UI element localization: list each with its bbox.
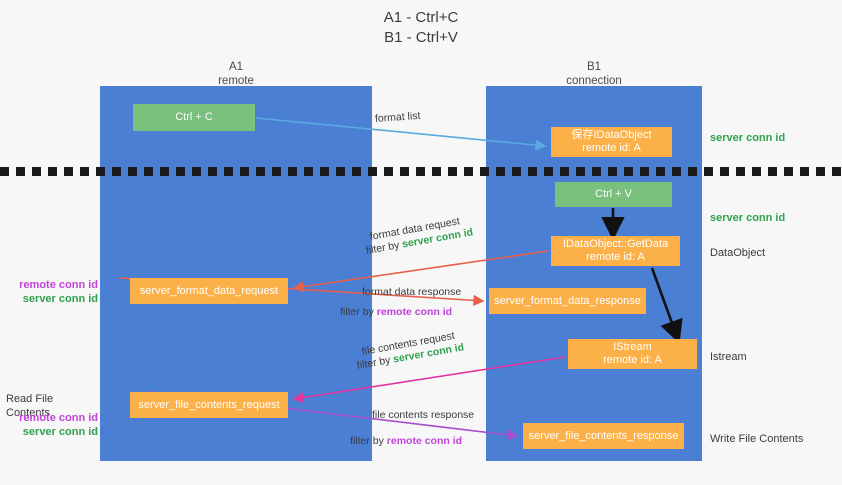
note-conn-ids-format: remote conn id server conn id (8, 278, 98, 306)
filter-value-4: remote conn id (386, 435, 463, 447)
title-line-1: A1 - Ctrl+C (383, 9, 459, 26)
box-server-format-data-response[interactable]: server_format_data_response (489, 288, 646, 314)
box-istream[interactable]: IStream remote id: A (568, 339, 697, 369)
filter-value-2: remote conn id (376, 306, 453, 318)
box-idataobject-getdata[interactable]: IDataObject::GetData remote id: A (551, 236, 680, 266)
note-server-conn-id-mid: server conn id (710, 212, 786, 224)
box-server-format-data-request-label: server_format_data_request (139, 284, 279, 297)
box-save-idataobject[interactable]: 保存IDataObject remote id: A (551, 127, 672, 157)
note-dataobject: DataObject (710, 247, 766, 259)
note-remote-conn-id-format: remote conn id (19, 279, 98, 291)
dashed-divider (0, 167, 842, 176)
box-server-file-contents-request[interactable]: server_file_contents_request (130, 392, 288, 418)
box-server-format-data-request[interactable]: server_format_data_request (130, 278, 288, 304)
box-ctrl-c[interactable]: Ctrl + C (133, 104, 255, 131)
title-line-2: B1 - Ctrl+V (384, 29, 458, 46)
filter-prefix-2: filter by (340, 306, 377, 318)
page-title: A1 - Ctrl+C B1 - Ctrl+V (0, 8, 842, 48)
box-server-file-contents-response-label: server_file_contents_response (528, 429, 679, 442)
lane-b1-name: B1 (586, 61, 602, 73)
box-server-format-data-response-label: server_format_data_response (494, 294, 641, 307)
label-format-list: format list (374, 109, 421, 125)
label-format-data-response: format data response (362, 286, 462, 298)
note-remote-conn-id-file: remote conn id (19, 412, 98, 424)
lane-header-a1: A1 remote (134, 60, 338, 88)
note-write-file-contents: Write File Contents (710, 433, 804, 445)
lane-a1-name: A1 (228, 61, 244, 73)
lane-a1-sub: remote (218, 75, 254, 87)
label-format-data-response-filter: filter by remote conn id (340, 305, 452, 319)
lane-header-b1: B1 connection (497, 60, 691, 88)
note-server-conn-id-top: server conn id (710, 132, 786, 144)
box-istream-label: IStream remote id: A (603, 341, 662, 366)
lane-b1-sub: connection (566, 75, 622, 87)
box-ctrl-v[interactable]: Ctrl + V (555, 182, 672, 207)
note-server-conn-id-format: server conn id (22, 293, 98, 305)
label-file-contents-response: file contents response (372, 409, 475, 421)
box-save-idataobject-label: 保存IDataObject remote id: A (571, 129, 652, 154)
box-ctrl-v-label: Ctrl + V (595, 188, 632, 200)
filter-prefix-4: filter by (350, 435, 387, 447)
note-read-file-contents: Read File Contents (6, 393, 54, 419)
note-conn-ids-file: remote conn id server conn id (8, 411, 98, 439)
note-server-conn-id-file: server conn id (22, 426, 98, 438)
note-istream: Istream (710, 351, 747, 363)
box-server-file-contents-response[interactable]: server_file_contents_response (523, 423, 684, 449)
box-ctrl-c-label: Ctrl + C (175, 111, 213, 123)
box-idataobject-getdata-label: IDataObject::GetData remote id: A (562, 238, 669, 263)
box-server-file-contents-request-label: server_file_contents_request (138, 398, 280, 411)
label-file-contents-response-filter: filter by remote conn id (350, 434, 462, 448)
